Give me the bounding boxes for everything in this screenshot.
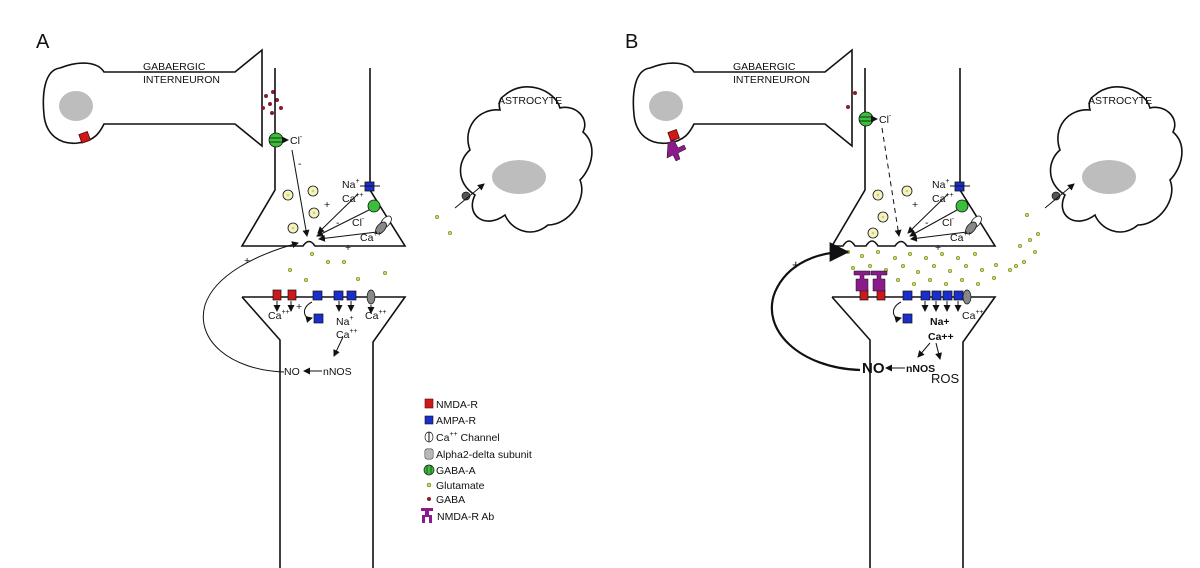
cl-label-a-top: Cl- [290, 134, 303, 147]
cl-mid-label-a: Cl- [352, 216, 365, 229]
plus-label-a: + [324, 199, 330, 211]
post-ca-right-b: Ca++ [962, 309, 984, 322]
astrocyte-nucleus-b [1082, 160, 1136, 194]
astrocyte-nucleus-a [492, 160, 546, 194]
vesicles-b [867, 185, 913, 239]
interneuron-label-b-2: INTERNEURON [733, 74, 810, 86]
glutamate-astro-a [434, 214, 453, 236]
astrocyte-label-a: ASTROCYTE [498, 95, 562, 107]
post-na-b: Na+ [930, 316, 950, 328]
astrocyte-label-b: ASTROCYTE [1088, 95, 1152, 107]
panel-a-letter: A [36, 31, 50, 53]
post-plus-a: + [296, 301, 302, 313]
nmda-receptor-a-interneuron [78, 131, 91, 144]
plus-bottom-label-b: + [935, 242, 941, 254]
panel-b: B GABAERGIC INTERNEURON Cl- Na+ Ca++ [625, 31, 1183, 568]
gaba-a-icon [423, 464, 435, 476]
presynaptic-terminal-b [830, 68, 997, 247]
antibody-b-interneuron [666, 139, 687, 162]
nmda-antibody-icon [421, 508, 433, 523]
panel-a: A GABAERGIC INTERNEURON Cl- [36, 31, 593, 568]
postsynaptic-b [831, 296, 997, 568]
post-na-a: Na+ [336, 315, 354, 328]
interneuron-label-a-2: INTERNEURON [143, 74, 220, 86]
gaba-a-receptor-b-membrane [955, 199, 969, 213]
ca-channel-a [375, 215, 392, 235]
interneuron-label-a-1: GABAERGIC [143, 61, 206, 73]
ca-channel-label-b: Ca++ [950, 231, 972, 244]
gaba-a-receptor-b-top [858, 111, 874, 127]
panel-b-letter: B [625, 31, 638, 53]
gaba-dots-a [261, 90, 283, 115]
ros-label-b: ROS [931, 371, 960, 386]
gaba-a-receptor-a-membrane [367, 199, 381, 213]
vesicles-a [282, 185, 320, 234]
no-label-a: NO [284, 366, 300, 378]
legend-gaba-a: GABA-A [436, 465, 476, 477]
legend-ca-channel: Ca++ Channel [436, 431, 500, 444]
postsynaptic-a [241, 296, 407, 568]
no-label-b: NO [862, 360, 885, 377]
plus-loop-a: + [244, 255, 250, 267]
post-ca-b: Ca++ [928, 331, 954, 343]
glutamate-cleft-a [287, 251, 388, 283]
legend: NMDA-R AMPA-R Ca++ Channel Alpha2-delta … [421, 398, 532, 523]
glutamate-icon [426, 482, 432, 488]
plus-label-b: + [912, 199, 918, 211]
plus-loop-b: + [792, 257, 800, 272]
legend-antibody: NMDA-R Ab [437, 511, 494, 523]
ca-channel-label-a: Ca++ [360, 231, 382, 244]
interneuron-b [632, 48, 853, 148]
legend-nmda: NMDA-R [436, 399, 478, 411]
na-label-b: Na+ [932, 178, 950, 191]
nnos-label-b: nNOS [906, 363, 935, 375]
plus-bottom-label-a: + [345, 242, 351, 254]
glutamate-astro-b [1017, 212, 1041, 255]
post-receptors-b [853, 270, 972, 324]
ca-label-a: Ca++ [342, 192, 364, 205]
minus-label-a: - [298, 158, 302, 170]
legend-gaba: GABA [436, 494, 465, 506]
nnos-label-a: nNOS [323, 366, 352, 378]
interneuron-nucleus-a [59, 91, 93, 121]
minus-mid-label-a: - [336, 217, 340, 229]
astrocyte-b [1049, 86, 1183, 233]
legend-glutamate: Glutamate [436, 480, 485, 492]
nmda-receptor-icon [424, 398, 434, 409]
legend-ampa: AMPA-R [436, 415, 476, 427]
presynaptic-terminal-a [240, 68, 407, 247]
gaba-dots-b [846, 91, 857, 109]
ca-channel-b [965, 215, 982, 235]
interneuron-label-b-1: GABAERGIC [733, 61, 796, 73]
cl-mid-label-b: Cl- [942, 216, 955, 229]
astrocyte-a [459, 86, 593, 233]
post-ca-mid-a: Ca++ [336, 328, 358, 341]
post-ca-left-a: Ca++ [268, 309, 290, 322]
na-label-a: Na+ [342, 178, 360, 191]
gaba-icon [427, 497, 431, 501]
nmda-receptor-b-interneuron [667, 129, 680, 142]
interneuron-nucleus-b [649, 91, 683, 121]
cl-label-b-top: Cl- [879, 113, 892, 126]
ampa-receptor-icon [424, 415, 434, 425]
legend-alpha2: Alpha2-delta subunit [436, 449, 532, 461]
post-ca-right-a: Ca++ [365, 309, 387, 322]
post-receptors-a [272, 289, 376, 324]
retrograde-arrow-b [770, 242, 861, 372]
gaba-a-receptor-a-top [268, 132, 284, 148]
minus-mid-label-b: - [925, 217, 929, 229]
retrograde-arrow-a [202, 241, 299, 373]
ca-label-b: Ca++ [932, 192, 954, 205]
